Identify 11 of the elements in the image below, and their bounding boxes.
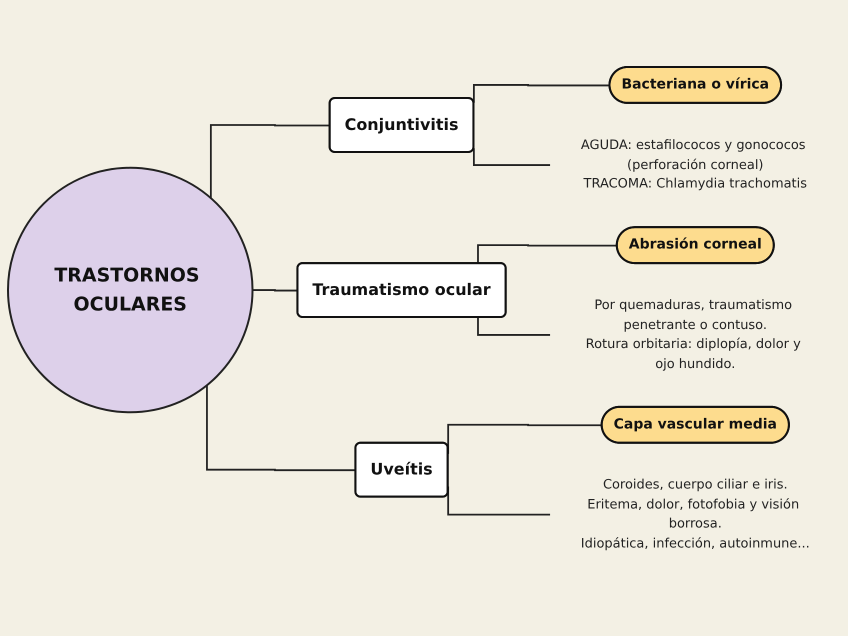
- node-text: AGUDA: estafilococos y gonococos (perforación corneal) TRACOMA: Chlamydia trachomatis: [580, 138, 808, 192]
- connector: [206, 386, 356, 472]
- connector: [210, 124, 330, 198]
- node-text: Por quemaduras, traumatismo penetrante o contuso. Rotura orbitaria: diplopía, dolor y ojo hundido.: [586, 298, 801, 372]
- connector: [477, 244, 618, 264]
- node-circle: TRASTORNOS OCULARES: [7, 167, 254, 414]
- node-text: Coroides, cuerpo ciliar e iris. Eritema, dolor, fotofobia y visión borrosa. Idiopática, infección, autoinmune...: [580, 478, 810, 552]
- connector: [252, 289, 298, 292]
- connector: [472, 148, 551, 166]
- connector: [472, 84, 610, 104]
- connector: [477, 318, 551, 336]
